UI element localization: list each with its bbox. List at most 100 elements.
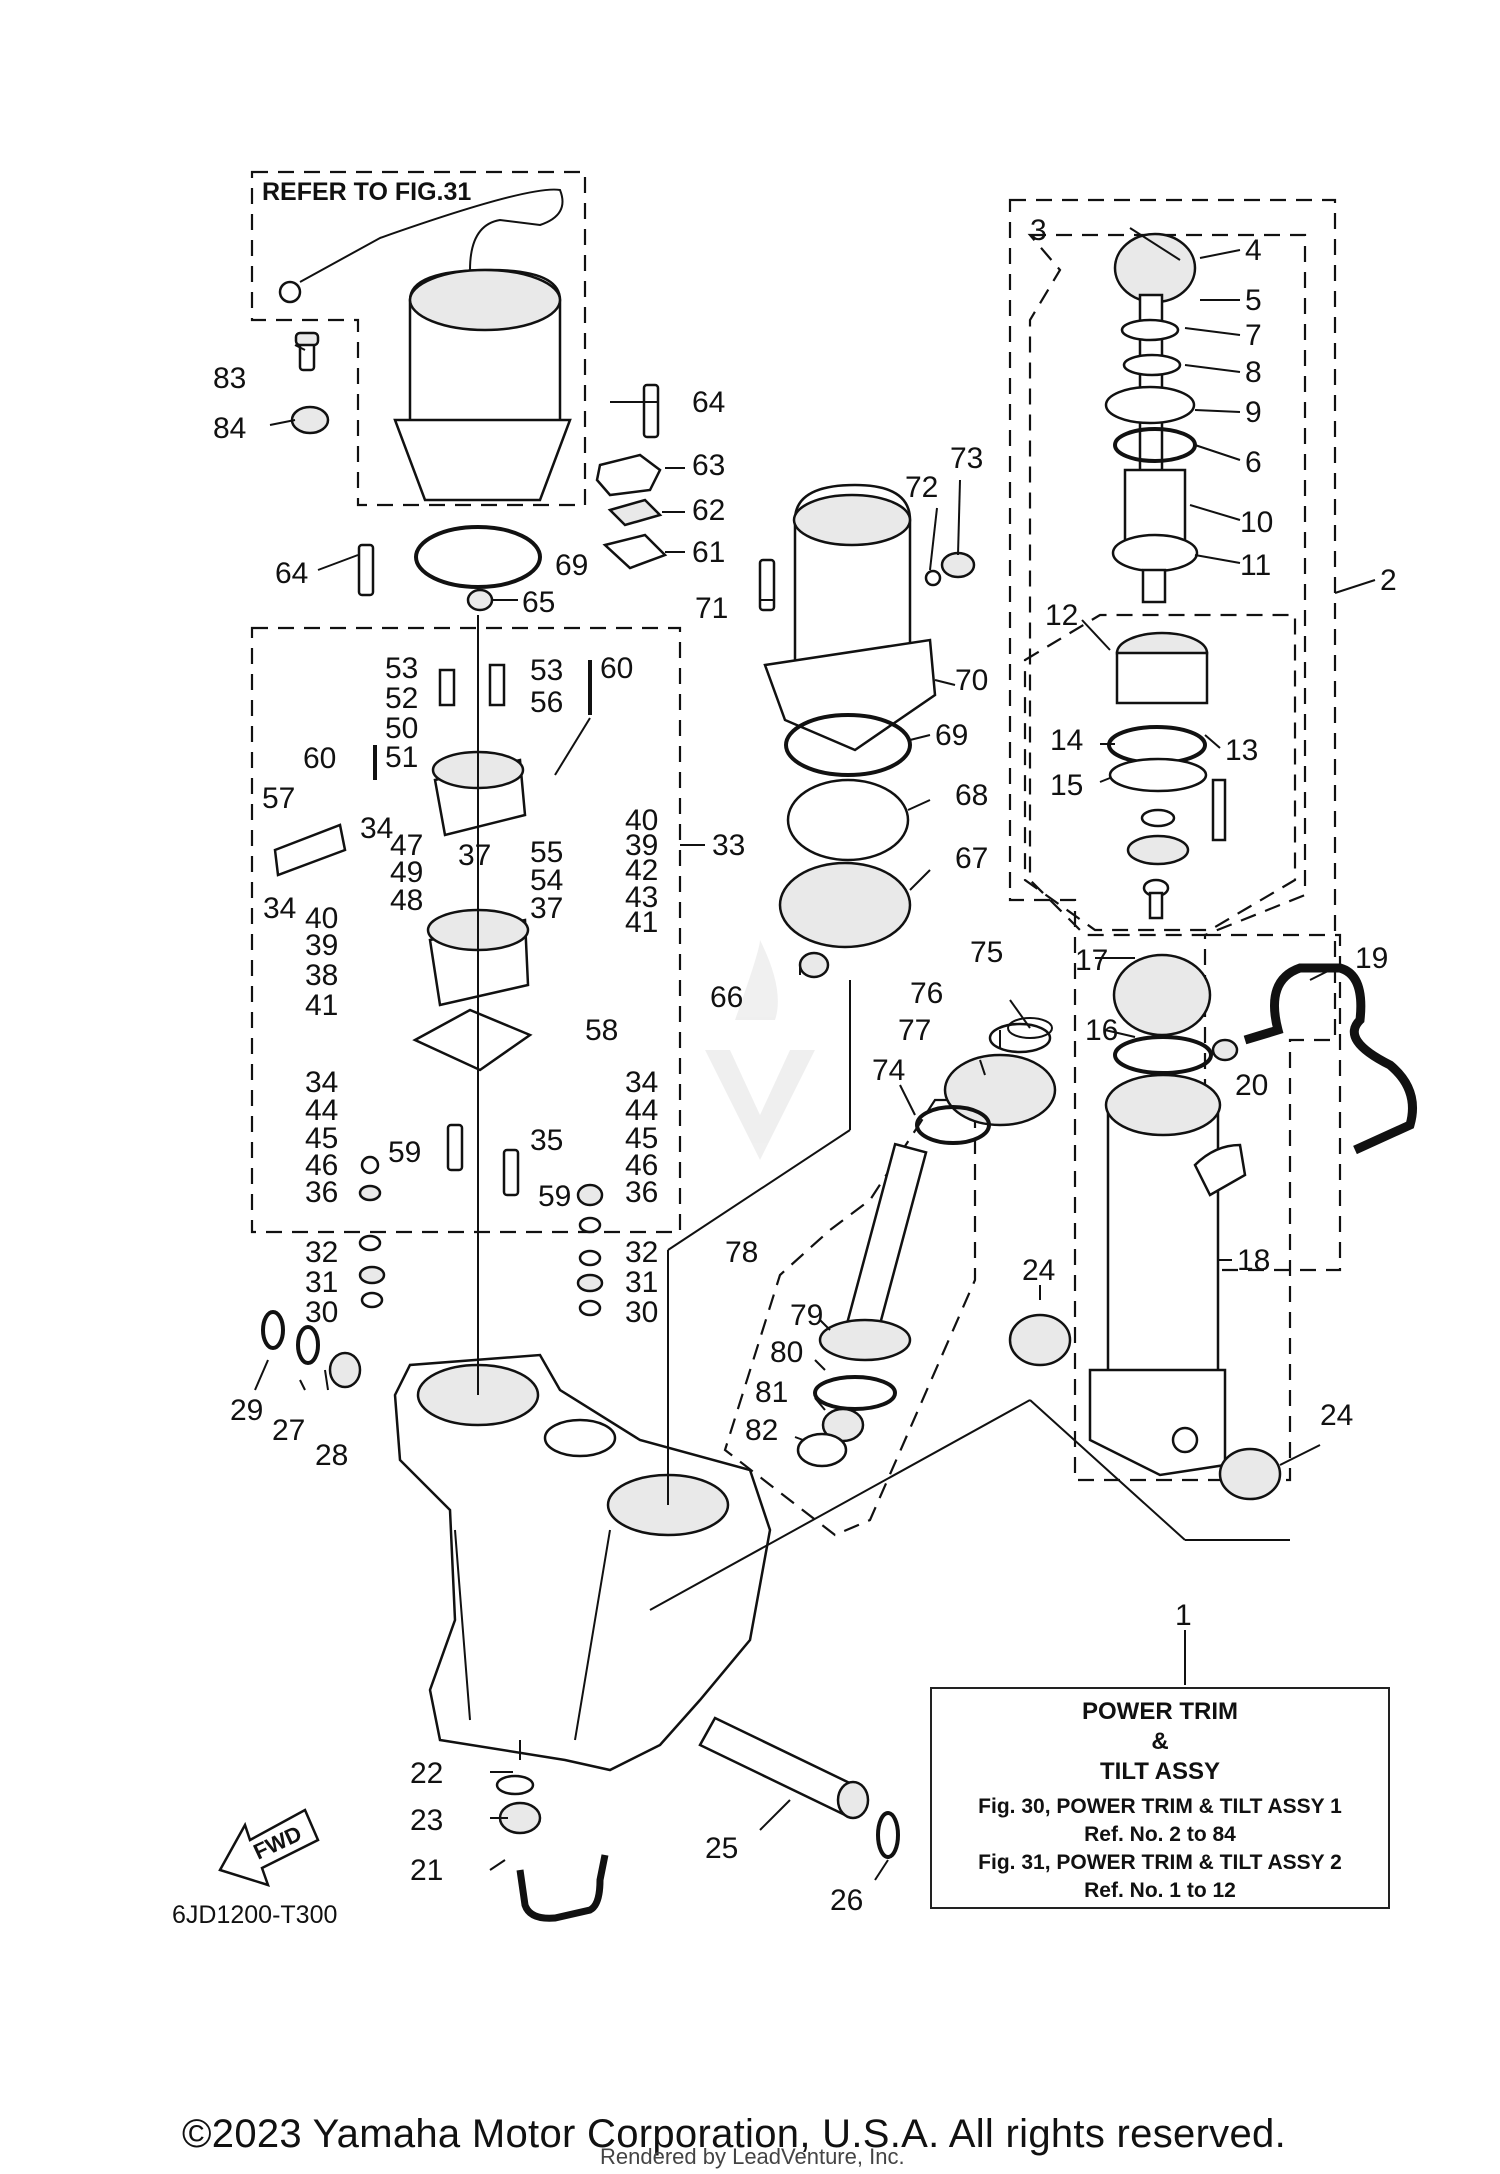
pipe-19 <box>1243 963 1417 1155</box>
callout-24-lower: 24 <box>1320 1399 1353 1432</box>
callout-57: 57 <box>262 782 295 815</box>
callout-41-right: 41 <box>625 906 658 939</box>
callout-59-right: 59 <box>538 1180 571 1213</box>
legend-line3: Fig. 31, POWER TRIM & TILT ASSY 2 <box>978 1851 1342 1874</box>
callout-66: 66 <box>710 981 743 1014</box>
callout-1: 1 <box>1175 1599 1192 1632</box>
bushing-24-lower <box>1218 1447 1282 1501</box>
pipe-box <box>1203 933 1342 1272</box>
pin-25 <box>698 1716 862 1817</box>
legend-line4: Ref. No. 1 to 12 <box>1084 1879 1236 1902</box>
callout-39-left: 39 <box>305 929 338 962</box>
bolt-64-left <box>357 543 375 597</box>
callout-72: 72 <box>905 471 938 504</box>
callout-10: 10 <box>1240 506 1273 539</box>
reservoir-70 <box>763 483 937 752</box>
callout-24-upper: 24 <box>1022 1254 1055 1287</box>
callout-53-left: 53 <box>385 652 418 685</box>
callout-64-right: 64 <box>692 386 725 419</box>
callout-15: 15 <box>1050 769 1083 802</box>
callout-59-left: 59 <box>388 1136 421 1169</box>
callout-78: 78 <box>725 1236 758 1269</box>
cylinder-assy-box <box>1008 198 1337 1482</box>
callout-83: 83 <box>213 362 246 395</box>
callout-30-right: 30 <box>625 1296 658 1329</box>
washer-84 <box>290 405 330 435</box>
gasket-68 <box>786 778 910 862</box>
callout-34-d: 34 <box>625 1066 658 1099</box>
callout-13: 13 <box>1225 734 1258 767</box>
callout-68: 68 <box>955 779 988 812</box>
callout-69-lower: 69 <box>935 719 968 752</box>
o-ring-22 <box>495 1774 535 1796</box>
shaft-78 <box>844 1142 928 1338</box>
plate-58 <box>412 1008 533 1072</box>
o-ring-69-upper <box>414 525 542 589</box>
plug-28 <box>328 1351 362 1389</box>
small-parts-stack-left <box>358 1155 386 1309</box>
callout-36-right: 36 <box>625 1176 658 1209</box>
callout-2: 2 <box>1380 564 1397 597</box>
callout-77: 77 <box>898 1014 931 1047</box>
callout-37-b: 37 <box>530 892 563 925</box>
callout-49: 49 <box>390 856 423 889</box>
callout-62: 62 <box>692 494 725 527</box>
legend-line1: Fig. 30, POWER TRIM & TILT ASSY 1 <box>978 1795 1342 1818</box>
callout-60-left: 60 <box>303 742 336 775</box>
callout-32-right: 32 <box>625 1236 658 1269</box>
refer-note: REFER TO FIG.31 <box>262 178 472 206</box>
callout-22: 22 <box>410 1757 443 1790</box>
watermark-logo <box>705 940 815 1160</box>
manifold-housing <box>393 1353 772 1772</box>
filter-62 <box>607 498 663 527</box>
tube-assy-box <box>723 1098 977 1537</box>
callout-52: 52 <box>385 682 418 715</box>
callout-44-left: 44 <box>305 1094 338 1127</box>
callout-67: 67 <box>955 842 988 875</box>
legend-title-line3: TILT ASSY <box>1100 1758 1220 1785</box>
bolt-59-right <box>502 1148 520 1197</box>
callout-69-upper: 69 <box>555 549 588 582</box>
callout-37-a: 37 <box>458 839 491 872</box>
callout-73: 73 <box>950 442 983 475</box>
o-ring-69-lower <box>784 713 912 777</box>
callout-8: 8 <box>1245 356 1262 389</box>
legend-title-line1: POWER TRIM <box>1082 1698 1238 1725</box>
callout-74: 74 <box>872 1054 905 1087</box>
callout-81: 81 <box>755 1376 788 1409</box>
pipe-21 <box>516 1854 609 1922</box>
callout-70: 70 <box>955 664 988 697</box>
callout-40-left: 40 <box>305 902 338 935</box>
callout-27: 27 <box>272 1414 305 1447</box>
callout-35: 35 <box>530 1124 563 1157</box>
callout-20: 20 <box>1235 1069 1268 1102</box>
callout-43: 43 <box>625 881 658 914</box>
callout-54: 54 <box>530 864 563 897</box>
callout-26: 26 <box>830 1884 863 1917</box>
clip-29 <box>261 1310 285 1350</box>
plug-73 <box>940 551 976 579</box>
copyright-notice: ©2023 Yamaha Motor Corporation, U.S.A. A… <box>182 2112 1286 2156</box>
callout-50: 50 <box>385 712 418 745</box>
callout-82: 82 <box>745 1414 778 1447</box>
tilt-cylinder-inner-box <box>1027 233 1307 937</box>
seal-79 <box>818 1318 912 1362</box>
callout-34-a: 34 <box>360 812 393 845</box>
motor-group-box <box>250 170 587 507</box>
tilt-cylinder-18 <box>1088 1073 1247 1477</box>
plug-66 <box>798 951 830 979</box>
clip-26 <box>876 1811 900 1859</box>
bolt-71 <box>758 558 776 612</box>
callout-51: 51 <box>385 741 418 774</box>
callout-84: 84 <box>213 412 246 445</box>
callout-6: 6 <box>1245 446 1262 479</box>
callout-11: 11 <box>1240 549 1271 582</box>
callout-75: 75 <box>970 936 1003 969</box>
callout-34-c: 34 <box>305 1066 338 1099</box>
callout-labels: 1 2 3 4 5 6 7 8 9 10 11 12 13 14 15 16 1… <box>213 214 1397 1917</box>
callout-16: 16 <box>1085 1014 1118 1047</box>
callout-47: 47 <box>390 829 423 862</box>
callout-60-right: 60 <box>600 652 633 685</box>
callout-17: 17 <box>1075 944 1108 977</box>
callout-55: 55 <box>530 836 563 869</box>
